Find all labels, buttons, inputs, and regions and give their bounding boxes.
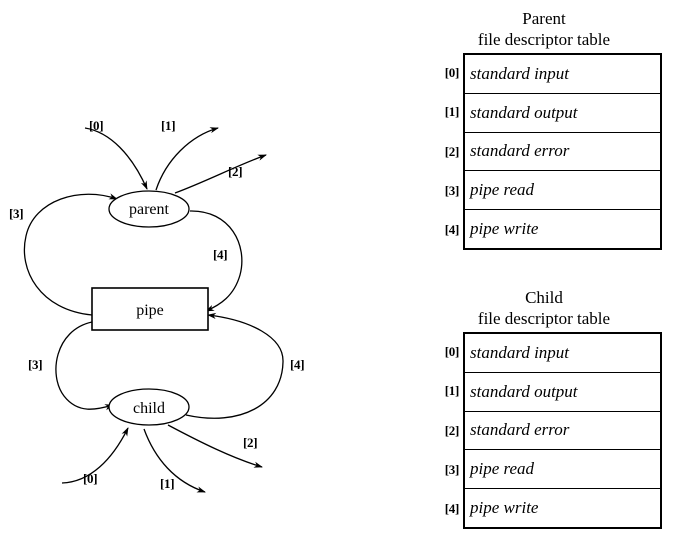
child-index-1: [1] xyxy=(444,383,460,399)
pipe-node-label: pipe xyxy=(136,302,164,319)
child-rows: standard input standard output standard … xyxy=(463,332,662,529)
parent-index-1: [1] xyxy=(444,104,460,120)
child-fd4-curve xyxy=(185,312,284,419)
parent-fd2-label: [2] xyxy=(228,164,243,179)
parent-fd1-arrow xyxy=(155,127,219,191)
child-fd3-label: [3] xyxy=(28,357,43,372)
table-row: pipe write xyxy=(470,219,539,239)
table-row: standard error xyxy=(465,133,660,172)
child-fd0-arrow xyxy=(61,427,129,484)
child-index-2: [2] xyxy=(444,422,460,438)
parent-table-title: Parent file descriptor table xyxy=(425,8,663,50)
table-row: pipe read xyxy=(465,171,660,211)
pipe-node xyxy=(91,287,209,331)
child-fd0-label: [0] xyxy=(83,471,98,486)
parent-fd2-arrow xyxy=(174,154,267,194)
table-row: pipe read xyxy=(465,450,660,490)
table-row: standard output xyxy=(465,94,660,133)
table-row: standard error xyxy=(465,412,660,451)
parent-node xyxy=(108,190,190,228)
child-fd1-label: [1] xyxy=(160,476,175,491)
parent-fd3-label: [3] xyxy=(9,206,24,221)
table-row: standard input xyxy=(465,55,660,94)
parent-rows: standard input standard output standard … xyxy=(463,53,662,250)
parent-fd3-curve xyxy=(23,193,118,316)
child-fd2-arrow xyxy=(167,424,263,468)
child-index-column: [0] [1] [2] [3] [4] xyxy=(425,332,463,529)
table-row: pipe write xyxy=(470,498,539,518)
child-node xyxy=(108,388,190,426)
parent-fd1-label: [1] xyxy=(161,118,176,133)
child-index-3: [3] xyxy=(444,461,460,477)
parent-table-title-line1: Parent xyxy=(522,9,566,28)
child-fd-table: Child file descriptor table [0] [1] [2] … xyxy=(425,287,663,529)
child-fd1-arrow xyxy=(143,428,206,493)
process-pipe-diagram: parent pipe child xyxy=(23,127,284,493)
parent-node-label: parent xyxy=(129,201,170,218)
table-row: standard output xyxy=(465,373,660,412)
parent-index-3: [3] xyxy=(444,182,460,198)
child-node-label: child xyxy=(133,400,165,417)
parent-fd0-arrow xyxy=(84,127,148,190)
parent-index-4: [4] xyxy=(444,222,460,238)
child-index-4: [4] xyxy=(444,501,460,517)
child-table-title-line1: Child xyxy=(525,288,563,307)
parent-index-2: [2] xyxy=(444,143,460,159)
parent-index-0: [0] xyxy=(444,64,460,80)
child-fd4-label: [4] xyxy=(290,357,305,372)
parent-table-title-line2: file descriptor table xyxy=(477,30,611,49)
parent-fd4-label: [4] xyxy=(213,247,228,262)
child-fd3-curve xyxy=(55,321,114,411)
table-row: standard input xyxy=(465,334,660,373)
child-index-0: [0] xyxy=(444,343,460,359)
parent-fd4-curve xyxy=(189,210,243,312)
parent-fd-table: Parent file descriptor table [0] [1] [2]… xyxy=(425,8,663,250)
parent-index-column: [0] [1] [2] [3] [4] xyxy=(425,53,463,250)
child-table-title-line2: file descriptor table xyxy=(477,309,611,328)
child-table-title: Child file descriptor table xyxy=(425,287,663,329)
parent-fd0-label: [0] xyxy=(89,118,104,133)
child-fd2-label: [2] xyxy=(243,435,258,450)
